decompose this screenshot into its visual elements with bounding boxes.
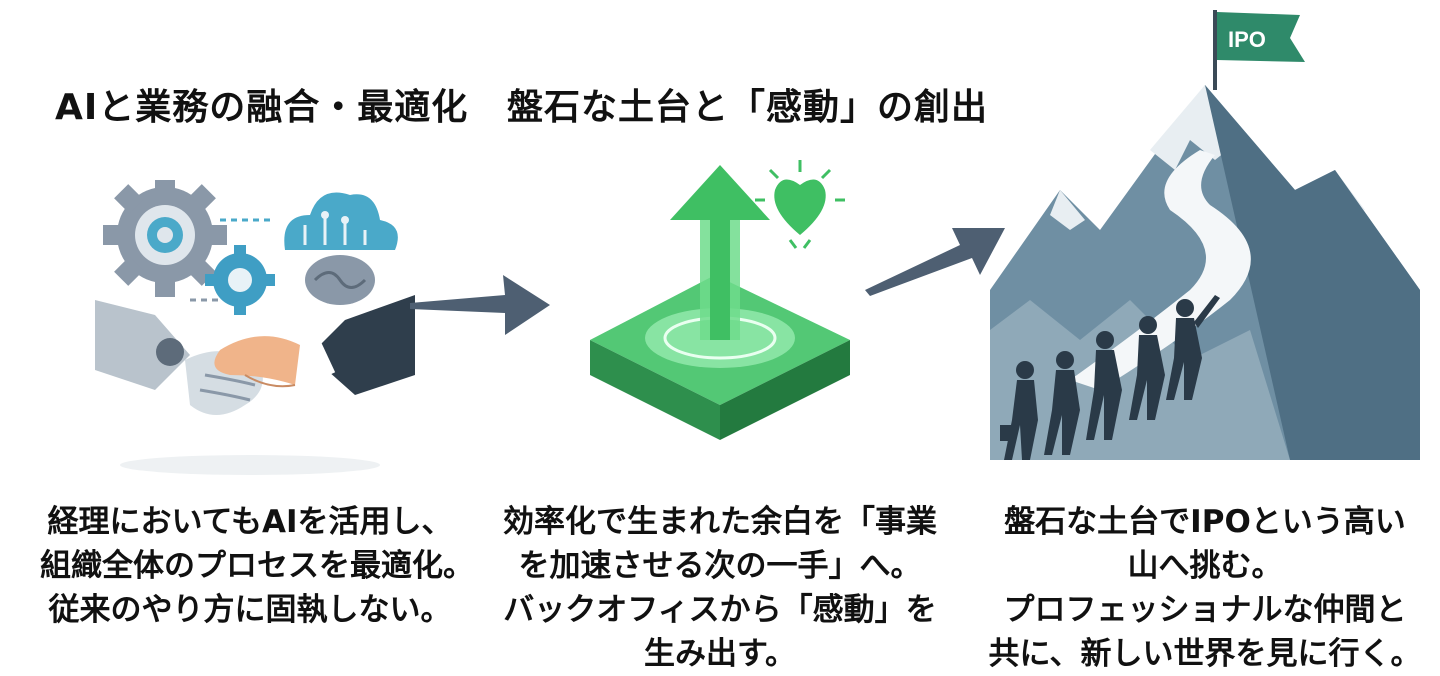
ai-brain-cloud-icon bbox=[284, 192, 398, 305]
column-3-description: 盤石な土台でIPOという高い 山へ挑む。 プロフェッショナルな仲間と 共に、新し… bbox=[985, 500, 1425, 676]
description-line: を加速させる次の一手」へ。 bbox=[518, 548, 922, 584]
column-2-description: 効率化で生まれた余白を「事業 を加速させる次の一手」へ。 バックオフィスから「感… bbox=[495, 500, 945, 676]
human-hand-icon bbox=[214, 295, 415, 395]
ipo-flag-label: IPO bbox=[1228, 27, 1266, 52]
description-line: 効率化で生まれた余白を「事業 bbox=[503, 504, 937, 540]
description-line: 生み出す。 bbox=[644, 636, 796, 672]
description-line: 組織全体のプロセスを最適化。 bbox=[40, 548, 474, 584]
column-1-title: AIと業務の融合・最適化 bbox=[55, 87, 469, 128]
ipo-flag-icon: IPO bbox=[1213, 10, 1305, 90]
description-line: 従来のやり方に固執しない。 bbox=[48, 592, 452, 628]
right-arrow-icon bbox=[410, 275, 550, 335]
description-line: プロフェッショナルな仲間と bbox=[1003, 592, 1407, 628]
description-line: バックオフィスから「感動」を bbox=[503, 592, 937, 628]
platform-arrow-illustration bbox=[590, 160, 850, 440]
heart-icon bbox=[755, 160, 845, 249]
small-gear-icon bbox=[205, 245, 275, 315]
column-1-description: 経理においてもAIを活用し、 組織全体のプロセスを最適化。 従来のやり方に固執し… bbox=[40, 500, 474, 632]
description-line: 共に、新しい世界を見に行く。 bbox=[988, 636, 1422, 672]
large-gear-icon bbox=[103, 180, 227, 297]
description-line: 盤石な土台でIPOという高い bbox=[1004, 504, 1406, 540]
up-arrow-icon bbox=[670, 165, 770, 340]
climbers-icon bbox=[1000, 295, 1220, 460]
column-2-title: 盤石な土台と「感動」の創出 bbox=[507, 87, 989, 128]
mountain-ipo-illustration: IPO bbox=[990, 10, 1420, 460]
description-line: 山へ挑む。 bbox=[1127, 548, 1283, 584]
up-right-arrow-icon bbox=[865, 228, 1005, 296]
handshake-illustration bbox=[95, 180, 415, 475]
description-line: 経理においてもAIを活用し、 bbox=[47, 504, 453, 540]
